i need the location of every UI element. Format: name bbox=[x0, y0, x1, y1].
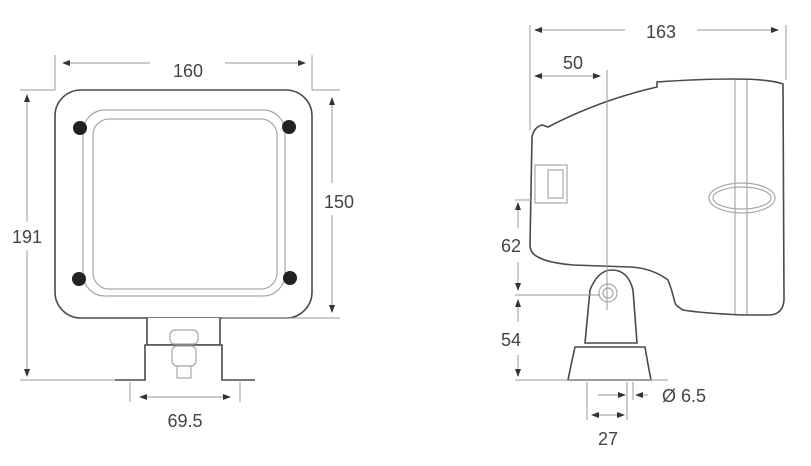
base-offset-dimension: 27 bbox=[598, 429, 618, 449]
pivot-bolt bbox=[598, 283, 618, 303]
side-housing bbox=[529, 78, 785, 316]
screw-icon bbox=[283, 271, 297, 285]
front-view: 160 191 150 69.5 bbox=[12, 55, 354, 431]
screw-icon bbox=[282, 120, 296, 134]
depth-dimension: 163 bbox=[646, 22, 676, 42]
pivot-mount bbox=[584, 269, 638, 344]
pivot-offset-dimension: 50 bbox=[563, 53, 583, 73]
pivot-height-dimension: 54 bbox=[501, 330, 521, 350]
lens bbox=[92, 118, 278, 290]
lens-frame bbox=[82, 109, 286, 297]
foot-spacing-dimension: 69.5 bbox=[167, 411, 202, 431]
screw-icon bbox=[72, 272, 86, 286]
switch bbox=[534, 164, 568, 204]
base-mount bbox=[567, 346, 652, 381]
screw-icon bbox=[73, 121, 87, 135]
pivot-to-housing-dimension: 62 bbox=[501, 236, 521, 256]
side-view: 163 50 62 54 Ø 6.5 27 bbox=[501, 22, 787, 449]
bolt-diameter-dimension: Ø 6.5 bbox=[662, 386, 706, 406]
side-badge bbox=[708, 182, 776, 214]
housing-height-dimension: 150 bbox=[324, 192, 354, 212]
width-dimension: 160 bbox=[173, 61, 203, 81]
overall-height-dimension: 191 bbox=[12, 227, 42, 247]
screws bbox=[72, 120, 297, 286]
mounting-bracket bbox=[115, 318, 255, 381]
